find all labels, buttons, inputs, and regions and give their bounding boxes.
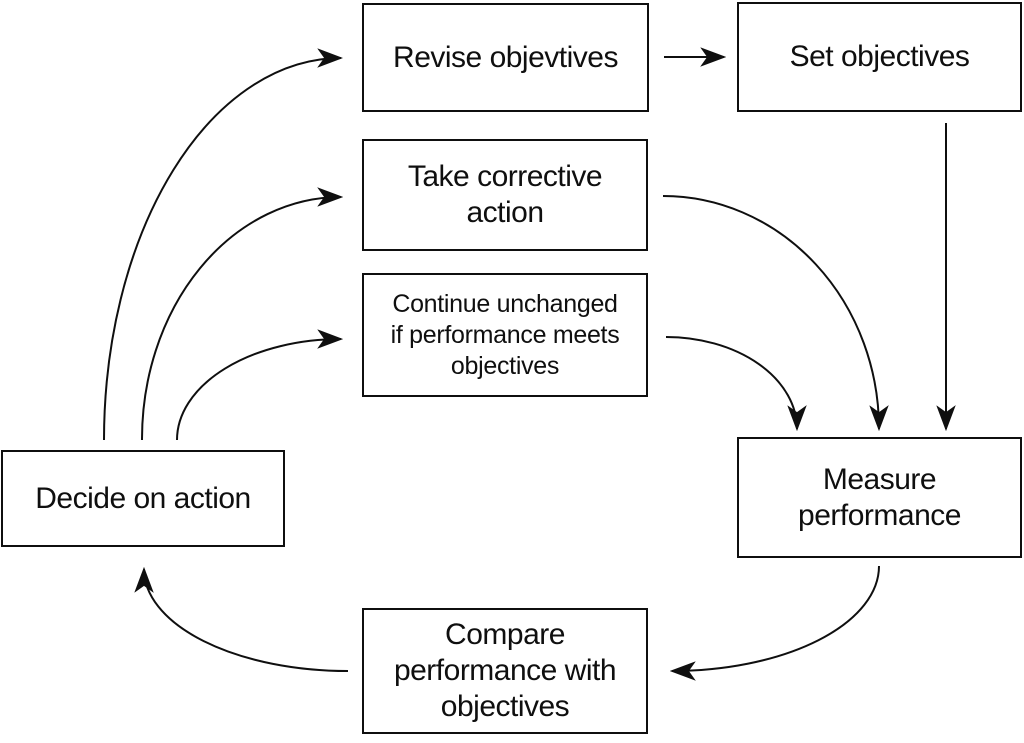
node-revise-objectives: Revise objevtives xyxy=(362,3,649,112)
node-label: Set objectives xyxy=(789,40,970,73)
arrow-continue-to-measure xyxy=(665,336,807,432)
node-label: Decide on action xyxy=(35,481,251,515)
arrow-decide-to-revise xyxy=(103,48,344,441)
arrow-decide-to-corrective xyxy=(140,187,344,441)
node-label: Compare performance with objectives xyxy=(393,618,617,723)
node-measure-performance: Measure performance xyxy=(737,437,1022,558)
node-take-corrective-action: Take corrective action xyxy=(362,139,648,251)
node-decide-on-action: Decide on action xyxy=(1,450,285,547)
node-compare-performance: Compare performance with objectives xyxy=(362,608,648,734)
node-label: Measure performance xyxy=(798,462,961,532)
arrow-compare-to-decide xyxy=(134,566,349,672)
node-label: Take corrective action xyxy=(407,160,603,229)
arrow-decide-to-continue xyxy=(176,329,344,441)
arrow-measure-to-compare xyxy=(669,565,880,681)
arrow-corrective-to-measure xyxy=(662,195,889,432)
node-label: Revise objevtives xyxy=(393,40,618,74)
node-set-objectives: Set objectives xyxy=(737,2,1022,112)
node-label: Continue unchanged if performance meets … xyxy=(390,289,620,380)
node-continue-unchanged: Continue unchanged if performance meets … xyxy=(362,273,648,397)
